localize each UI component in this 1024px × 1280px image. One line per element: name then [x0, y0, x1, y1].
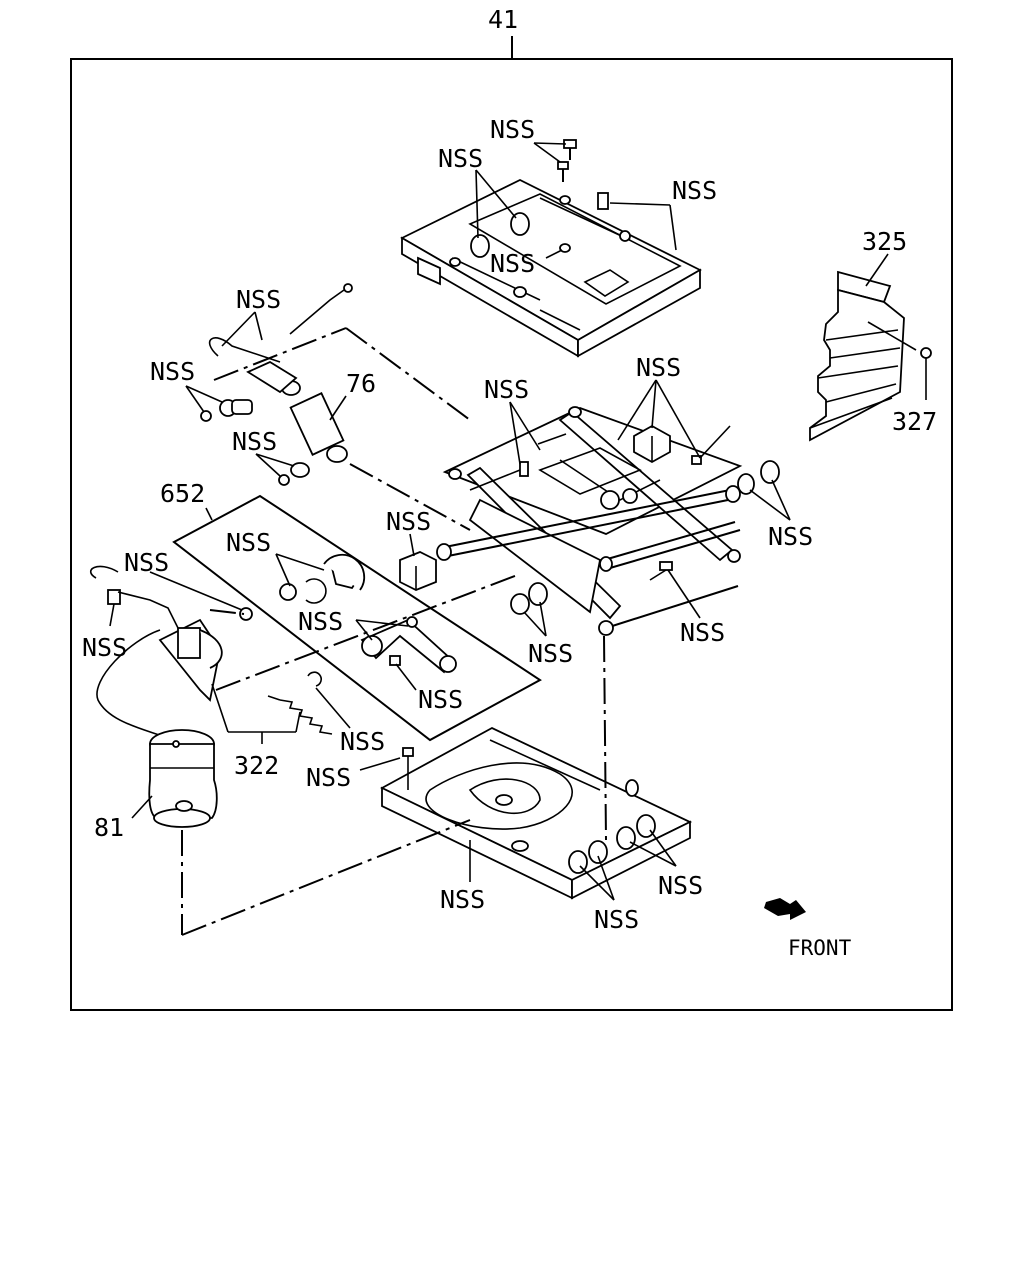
kit-652-box: [172, 494, 542, 742]
label-nss-16: NSS: [82, 633, 127, 662]
label-81: 81: [94, 813, 124, 842]
label-nss-20: NSS: [306, 763, 351, 792]
label-nss-22: NSS: [440, 885, 485, 914]
label-nss-2: NSS: [438, 144, 483, 173]
label-322: 322: [234, 751, 279, 780]
shock-absorber-76: [200, 360, 348, 486]
roller-right-b: [760, 460, 780, 484]
label-nss-14: NSS: [298, 607, 343, 636]
roller-mid-b: [528, 582, 548, 606]
label-nss-4: NSS: [490, 249, 535, 278]
front-label: FRONT: [788, 936, 852, 960]
roller-bottom-b: [588, 840, 608, 864]
scissor-mechanism: [436, 406, 743, 636]
roller-bottom-c: [616, 826, 636, 850]
seat-cover-325: [809, 270, 932, 442]
leader-lines: [109, 142, 791, 901]
roller-mid-a: [510, 593, 530, 615]
label-nss-13: NSS: [124, 548, 169, 577]
label-76: 76: [346, 369, 376, 398]
valve-assembly: [89, 565, 223, 741]
label-nss-6: NSS: [150, 357, 195, 386]
label-nss-9: NSS: [232, 427, 277, 456]
label-nss-10: NSS: [386, 507, 431, 536]
label-325: 325: [862, 227, 907, 256]
label-nss-17: NSS: [528, 639, 573, 668]
label-nss-5: NSS: [236, 285, 281, 314]
labels: NSS NSS NSS NSS NSS NSS 76 NSS NSS NSS 6…: [82, 115, 813, 934]
front-arrow-icon: [764, 898, 806, 920]
label-nss-12: NSS: [226, 528, 271, 557]
assembly-lines: [181, 327, 607, 936]
label-41: 41: [488, 5, 518, 34]
label-nss-1: NSS: [490, 115, 535, 144]
label-nss-3: NSS: [672, 176, 717, 205]
roller-right-a: [737, 473, 755, 495]
base-plate: [380, 726, 693, 900]
spring-322: [267, 695, 333, 735]
label-nss-15: NSS: [680, 618, 725, 647]
label-652: 652: [160, 479, 205, 508]
air-bellow-81: [148, 729, 218, 828]
pull-cable: [208, 283, 353, 363]
label-nss-11: NSS: [768, 522, 813, 551]
label-nss-19: NSS: [340, 727, 385, 756]
top-seat-plate: [400, 139, 702, 358]
label-nss-21: NSS: [658, 871, 703, 900]
label-nss-7: NSS: [484, 375, 529, 404]
label-nss-8: NSS: [636, 353, 681, 382]
label-nss-18: NSS: [418, 685, 463, 714]
label-nss-23: NSS: [594, 905, 639, 934]
block-part: [399, 551, 437, 591]
label-327: 327: [892, 407, 937, 436]
